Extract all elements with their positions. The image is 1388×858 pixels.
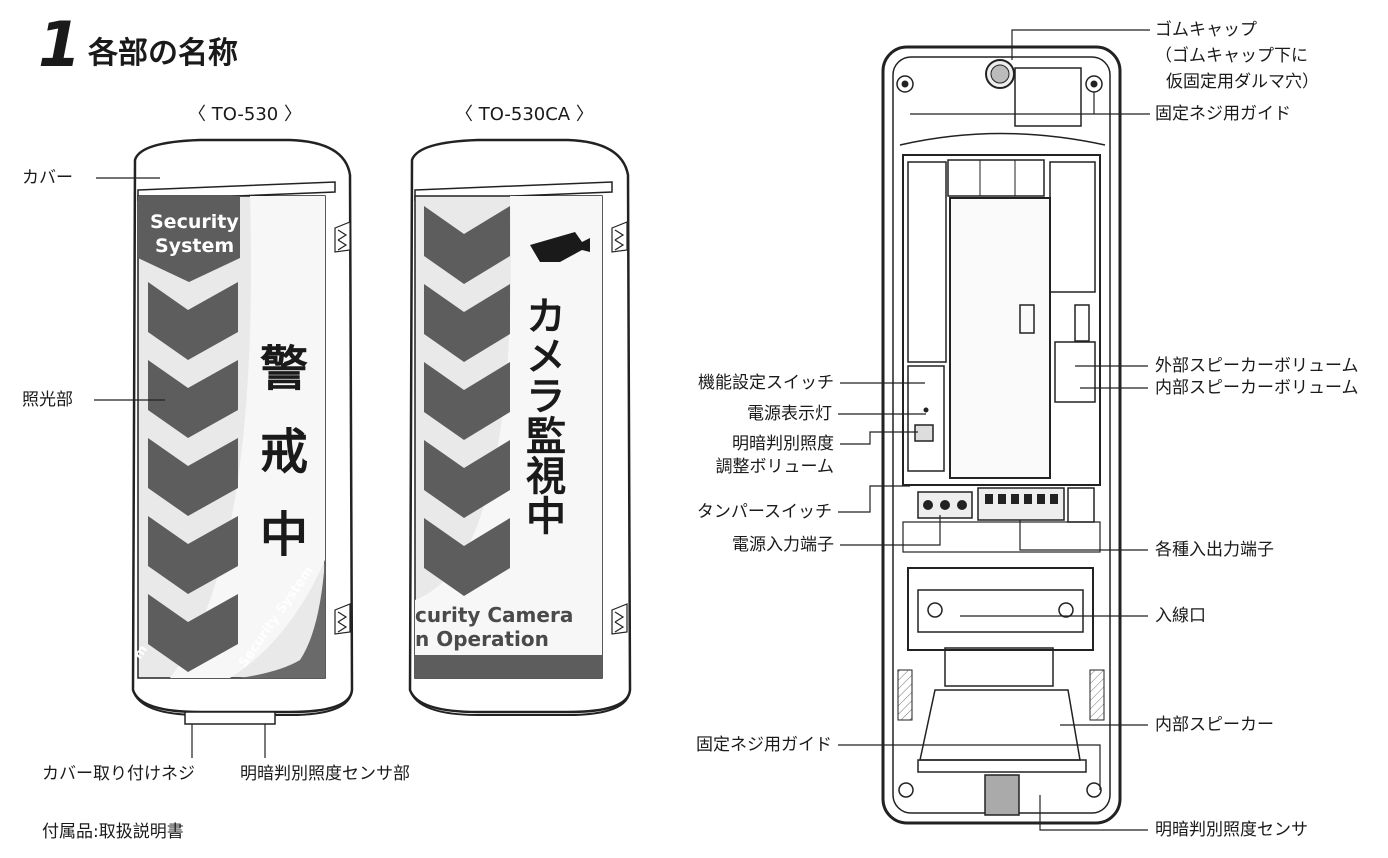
label-power-lamp: 電源表示灯 [747, 404, 832, 424]
sign-text-char-2: 戒 [260, 424, 308, 480]
label-rubber-cap-note-1: （ゴムキャップ下に [1155, 46, 1308, 66]
label-cover: カバー [22, 168, 73, 188]
label-tamper-switch: タンパースイッチ [696, 502, 832, 522]
chevron-stripes [148, 282, 238, 672]
sign-text-camera: カメラ監視中 [519, 295, 566, 535]
label-int-speaker-volume: 内部スピーカーボリューム [1155, 378, 1359, 398]
label-light-sensor-part: 明暗判別照度センサ部 [240, 764, 410, 784]
model-label-to530ca: 〈 TO-530CA 〉 [455, 104, 594, 125]
bottom-text-line2: n Operation [415, 627, 549, 651]
label-power-terminal: 電源入力端子 [732, 535, 834, 555]
sign-text-char-1: 警 [260, 341, 308, 397]
brand-text-line1: Security [150, 211, 239, 233]
model-label-to530: 〈 TO-530 〉 [188, 104, 302, 125]
label-int-speaker: 内部スピーカー [1155, 715, 1274, 735]
label-function-switch: 機能設定スイッチ [698, 373, 834, 393]
camera-icon [530, 232, 590, 262]
label-rubber-cap-note-2: 仮固定用ダルマ穴） [1166, 72, 1319, 92]
terminal-screws [923, 494, 1058, 510]
unit-to530 [131, 138, 354, 725]
label-cover-screw: カバー取り付けネジ [42, 764, 195, 784]
brand-text-line2: System [155, 235, 234, 257]
unit-to530ca [408, 138, 632, 716]
interior-unit [881, 45, 1122, 825]
label-rubber-cap: ゴムキャップ [1155, 20, 1257, 40]
label-illuminated-part: 照光部 [22, 390, 73, 410]
label-screw-guide-top: 固定ネジ用ガイド [1155, 104, 1291, 124]
label-light-adjust-2: 調整ボリューム [715, 457, 835, 477]
label-light-adjust-1: 明暗判別照度 [732, 434, 834, 454]
sign-text-char-3: 中 [260, 507, 308, 563]
label-light-sensor: 明暗判別照度センサ [1155, 820, 1308, 840]
label-ext-speaker-volume: 外部スピーカーボリューム [1155, 356, 1359, 376]
accessory-note: 付属品:取扱説明書 [42, 822, 184, 842]
section-number: 1 [38, 8, 81, 81]
section-title: 各部の名称 [88, 36, 238, 71]
label-cable-entry: 入線口 [1155, 606, 1206, 626]
bottom-text-line1: curity Camera [415, 603, 573, 627]
label-io-terminals: 各種入出力端子 [1155, 540, 1274, 560]
label-screw-guide-bottom: 固定ネジ用ガイド [696, 735, 832, 755]
